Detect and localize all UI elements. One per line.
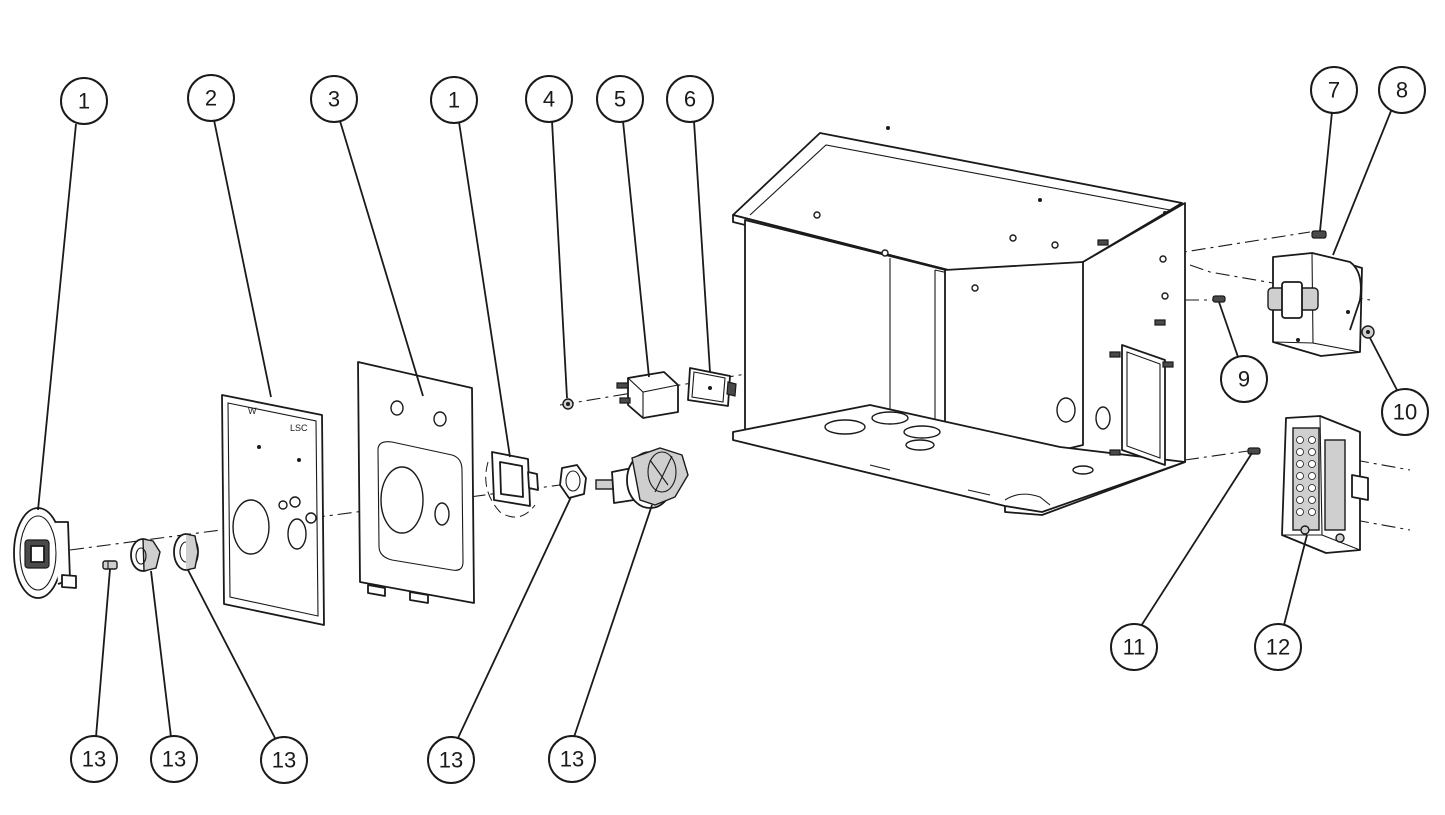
balloon-9: 9 <box>1220 355 1268 403</box>
part-terminal-block <box>1281 415 1369 554</box>
plate-marking-left: W <box>248 406 257 416</box>
balloon-label: 3 <box>328 87 340 112</box>
balloon-label: 10 <box>1393 400 1417 425</box>
leader-b8 <box>1332 110 1392 256</box>
leader-b5 <box>622 120 650 378</box>
balloon-1: 1 <box>60 77 108 125</box>
leader-b1b <box>458 121 511 458</box>
balloon-label: 5 <box>614 87 626 112</box>
leader-b1a <box>37 123 77 511</box>
part-label-plate: W LSC <box>221 394 325 626</box>
leader-b12 <box>1283 534 1308 626</box>
leader-b10 <box>1369 337 1398 391</box>
balloon-13-c: 13 <box>260 736 308 784</box>
balloon-label: 7 <box>1328 78 1340 103</box>
leader-b13c <box>187 569 276 739</box>
leader-b11 <box>1140 452 1253 627</box>
part-mounting-plate <box>357 361 475 604</box>
balloon-2: 2 <box>187 74 235 122</box>
balloon-label: 11 <box>1123 635 1146 660</box>
balloon-13-d: 13 <box>427 736 475 784</box>
leader-b13d <box>457 496 572 739</box>
balloon-7: 7 <box>1310 66 1358 114</box>
balloon-label: 6 <box>684 87 696 112</box>
leader-lines <box>37 110 1398 739</box>
balloon-10: 10 <box>1381 388 1429 436</box>
balloon-3: 3 <box>310 75 358 123</box>
part-small-module <box>687 367 737 407</box>
part-enclosure <box>732 126 1186 516</box>
part-small-nut <box>562 398 574 410</box>
balloon-13-a: 13 <box>70 735 118 783</box>
leader-b13b <box>150 570 172 738</box>
balloon-label: 13 <box>82 747 106 772</box>
part-screw-7 <box>1311 230 1327 239</box>
plate-marking-right: LSC <box>290 423 308 433</box>
balloon-1-second: 1 <box>430 76 478 124</box>
balloon-label: 9 <box>1238 367 1250 392</box>
balloon-13-e: 13 <box>548 735 596 783</box>
balloon-label: 1 <box>448 88 460 113</box>
part-knob <box>130 538 161 572</box>
leader-b6 <box>693 120 711 373</box>
balloon-label: 13 <box>272 748 296 773</box>
part-screw-9 <box>1212 295 1226 303</box>
balloon-label: 12 <box>1266 635 1290 660</box>
part-indicator-meter <box>13 507 77 599</box>
part-screw-small <box>102 560 118 570</box>
leader-b4 <box>551 120 568 399</box>
balloon-12: 12 <box>1254 623 1302 671</box>
balloon-6: 6 <box>666 75 714 123</box>
balloon-13-b: 13 <box>150 735 198 783</box>
balloon-label: 13 <box>560 747 584 772</box>
balloon-label: 2 <box>205 86 217 111</box>
leader-b3 <box>339 120 424 397</box>
balloon-label: 13 <box>162 747 186 772</box>
part-nut-10 <box>1361 325 1375 339</box>
part-hex-nut <box>559 464 587 499</box>
part-bracket-clip <box>485 451 539 518</box>
balloon-label: 4 <box>543 87 555 112</box>
balloon-4: 4 <box>525 75 573 123</box>
leader-b13a <box>95 568 111 738</box>
balloon-8: 8 <box>1378 66 1426 114</box>
part-relay <box>616 371 679 419</box>
leader-b2 <box>213 119 272 398</box>
balloon-label: 13 <box>439 748 463 773</box>
part-ring <box>173 533 199 571</box>
leader-b9 <box>1218 301 1239 358</box>
part-breaker-block <box>1267 252 1363 357</box>
balloon-11: 11 <box>1110 623 1158 671</box>
balloon-label: 1 <box>78 89 90 114</box>
balloon-5: 5 <box>596 75 644 123</box>
leader-b7 <box>1319 111 1333 232</box>
part-rotary-switch <box>595 447 689 509</box>
part-screw-11 <box>1247 447 1261 455</box>
leader-b13e <box>573 504 653 738</box>
balloon-label: 8 <box>1396 78 1408 103</box>
